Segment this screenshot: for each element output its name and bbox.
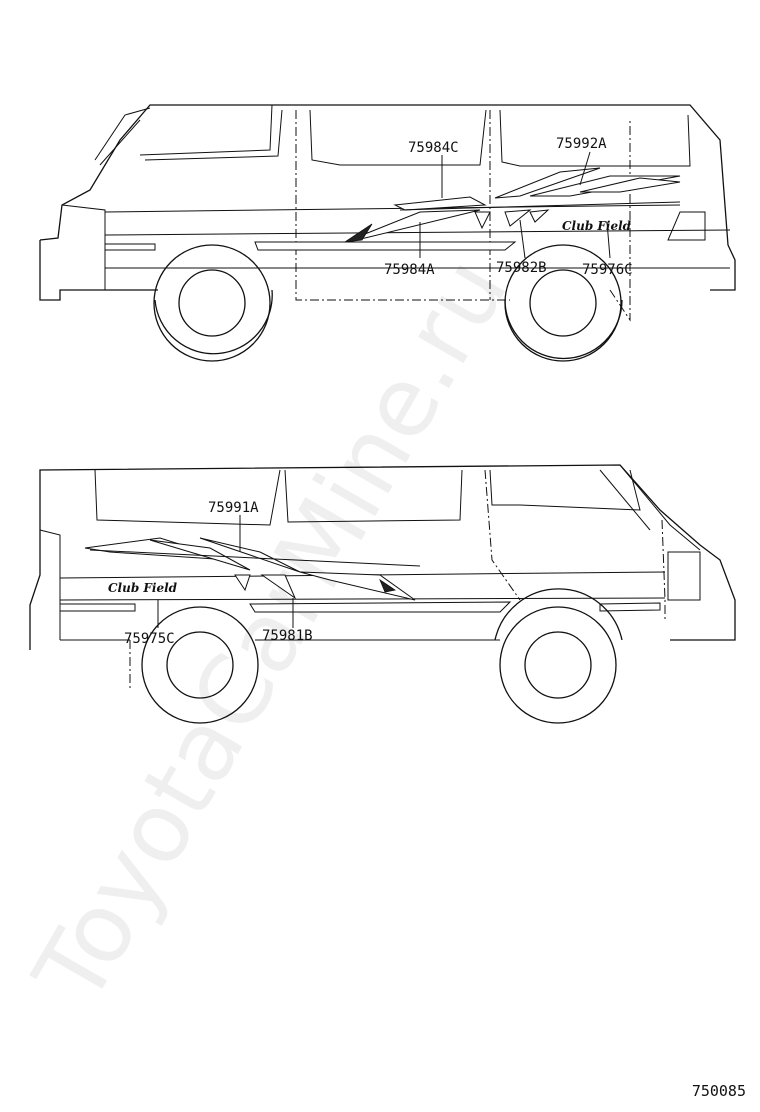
decal-75984a [349, 209, 481, 241]
decal-75992a [494, 167, 601, 199]
van-side-view-top [39, 104, 736, 362]
decal-75982b [504, 209, 532, 227]
part-label-75981b: 75981B [262, 628, 313, 644]
part-label-75984a: 75984A [384, 262, 435, 278]
part-label-75992a: 75992A [556, 136, 607, 152]
part-label-75982b: 75982B [496, 260, 547, 276]
decal-75981b [260, 574, 297, 600]
part-label-75991a: 75991A [208, 500, 259, 516]
van-side-view-bottom [29, 464, 736, 724]
part-label-75984c: 75984C [408, 140, 459, 156]
part-label-75976c: 75976C [582, 262, 633, 278]
badge-club-field-top: Club Field [562, 219, 632, 233]
decal-75984c [393, 196, 487, 211]
part-label-75975c: 75975C [124, 631, 175, 647]
diagram-code: 750085 [691, 1082, 746, 1100]
badge-club-field-bottom: Club Field [108, 581, 178, 595]
